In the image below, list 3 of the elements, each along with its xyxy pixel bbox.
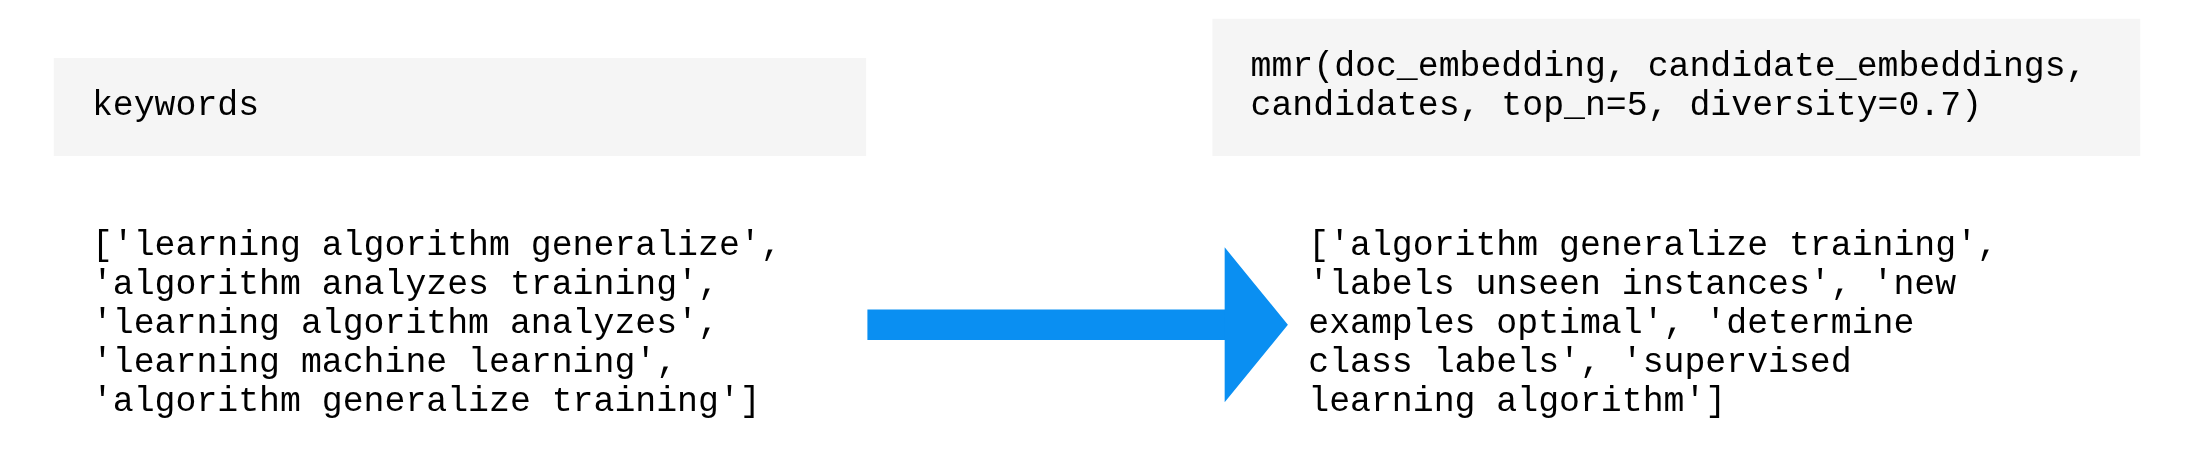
node-text: ['algorithm generalize training', 'labels unseen instances', 'new examples optimal', 'determine class labels', 'supervised learning algorithm'] <box>1307 225 1998 421</box>
arrow <box>866 246 1288 402</box>
node-text: ['learning algorithm generalize', 'algorithm analyzes training', 'learning algorithm analyzes', 'learning machine learning', 'algorithm generalize training'] <box>91 225 782 421</box>
